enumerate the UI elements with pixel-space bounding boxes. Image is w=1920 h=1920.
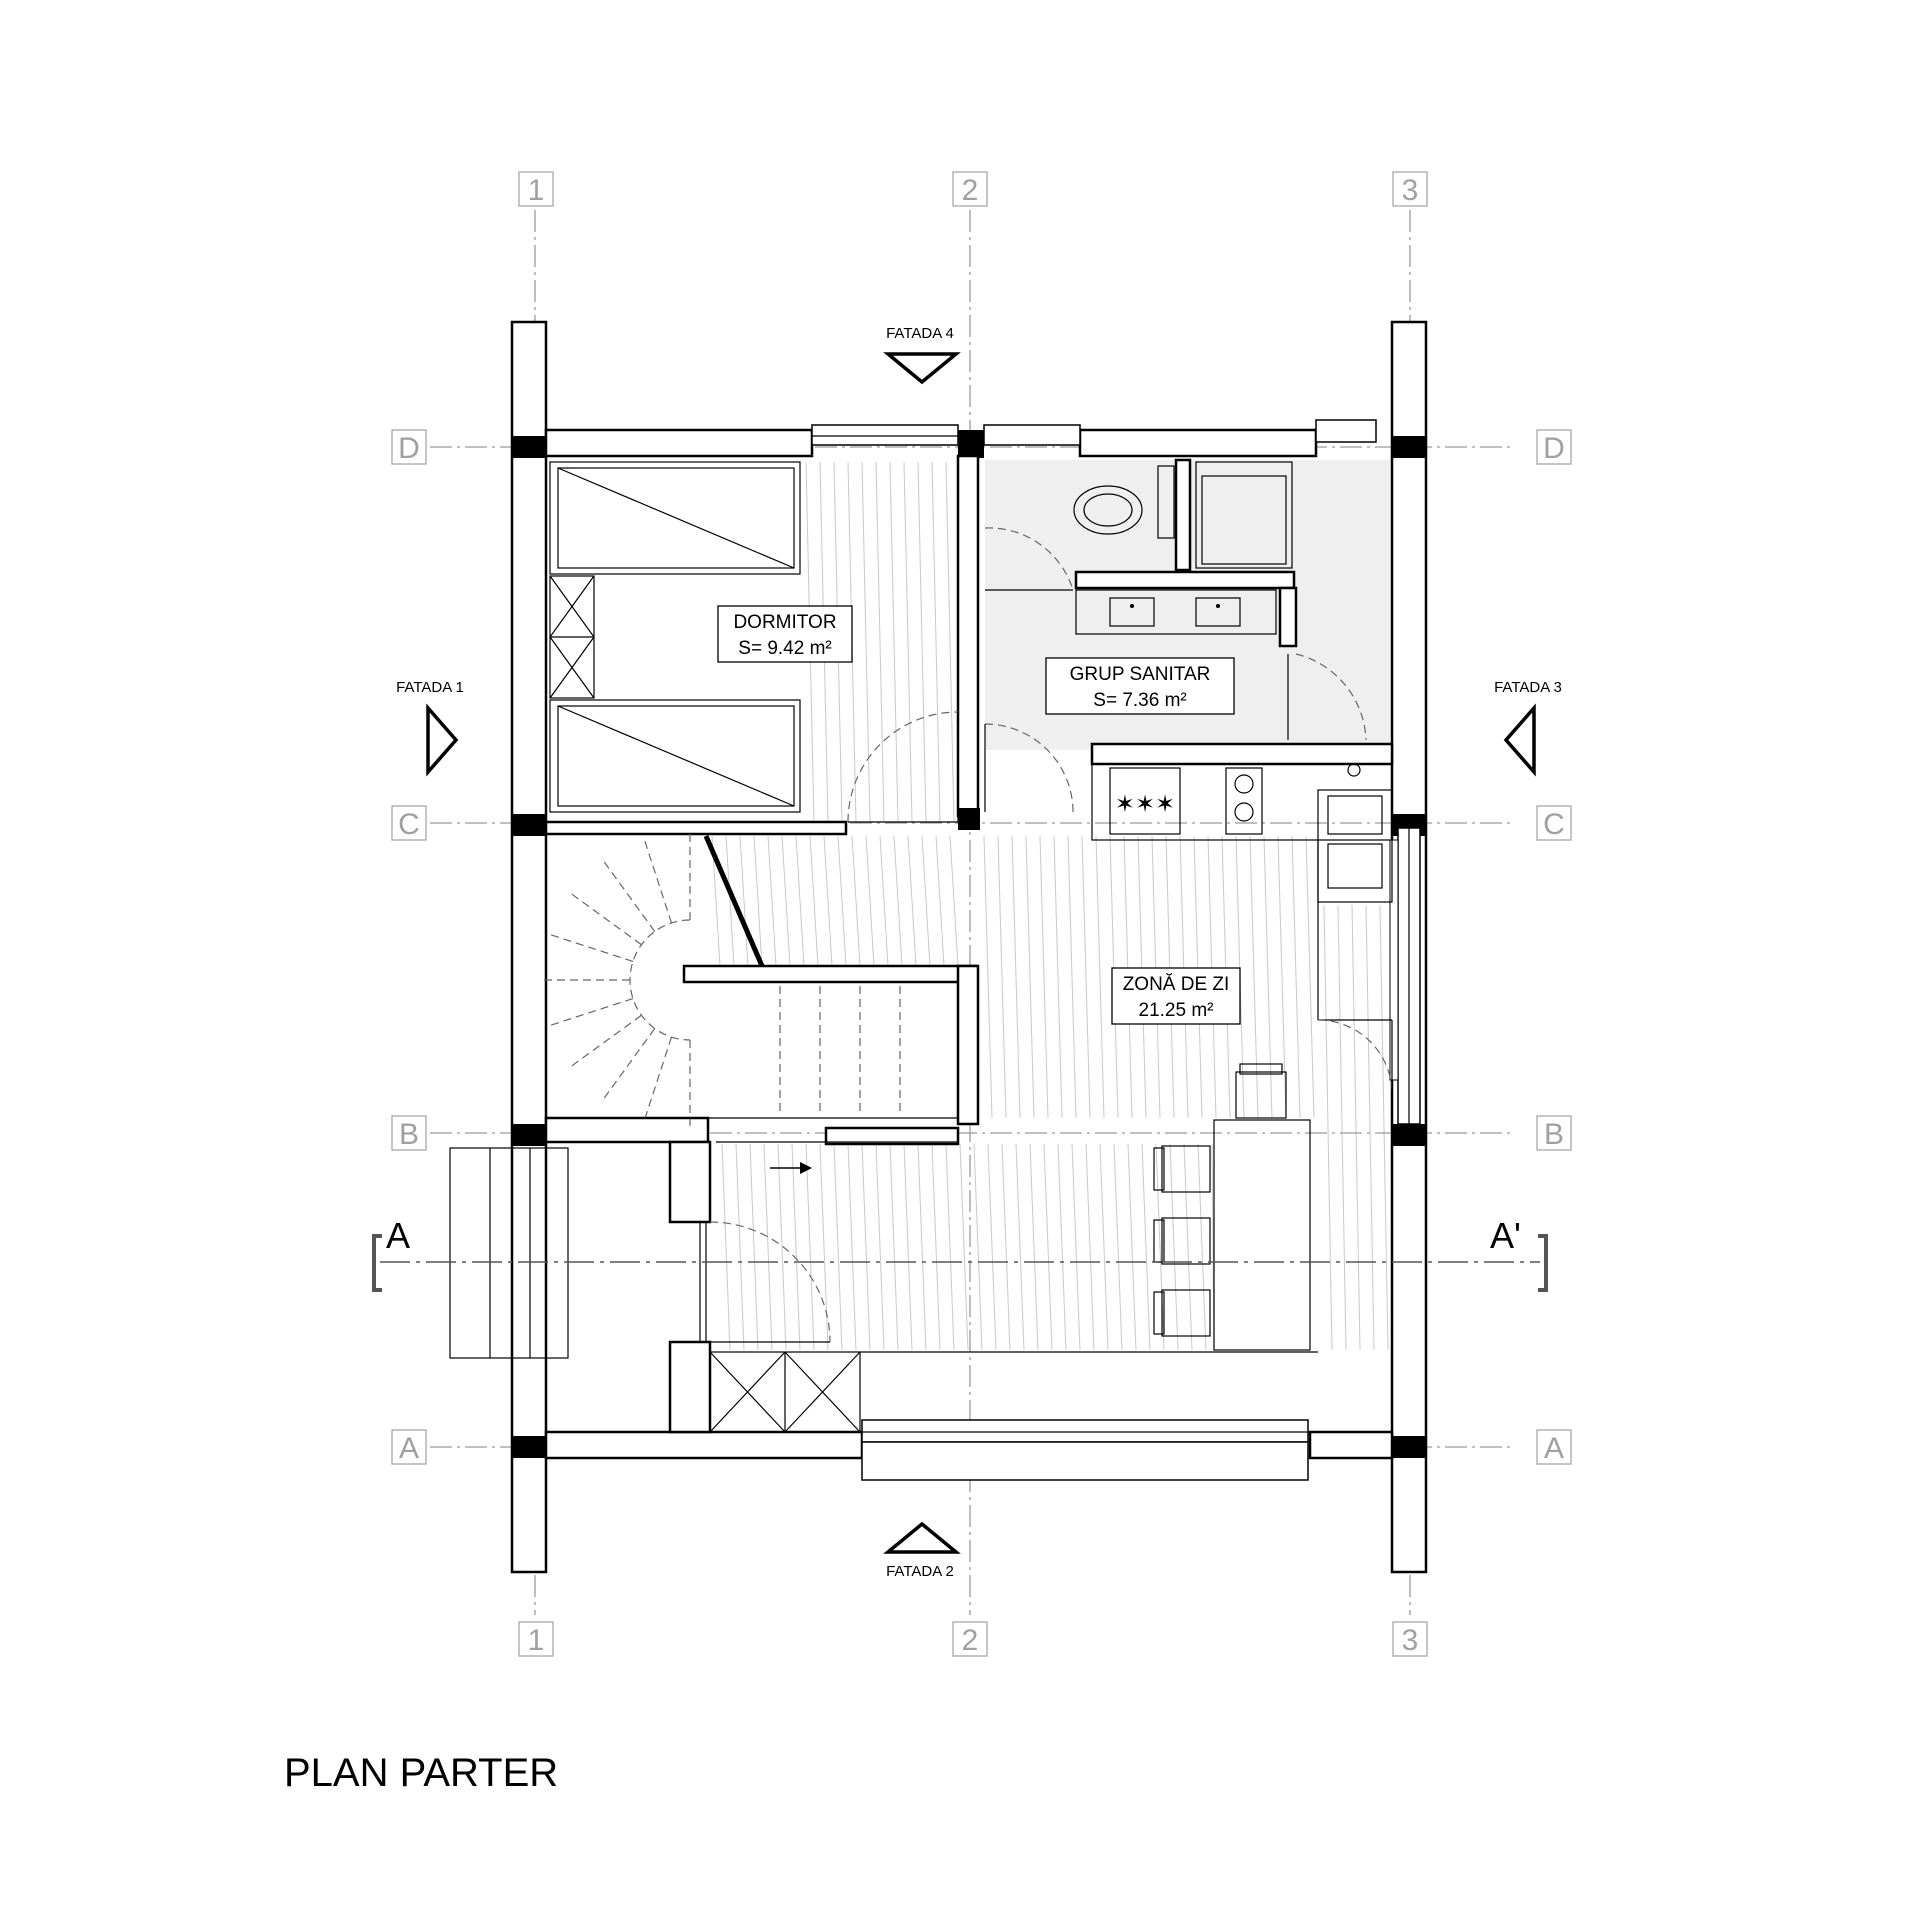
facade-marker-4: FATADA 4 bbox=[883, 325, 961, 385]
svg-text:C: C bbox=[1543, 808, 1565, 841]
room-name-dormitor: DORMITOR bbox=[733, 612, 836, 633]
section-label-left: A bbox=[386, 1215, 410, 1256]
section-line: A A' bbox=[372, 1215, 1548, 1292]
grid-tag-col-1-bottom: 1 bbox=[518, 1621, 554, 1657]
grid-tag-col-1-top: 1 bbox=[518, 171, 554, 207]
grid-tag-row-c-left: C bbox=[391, 805, 427, 841]
svg-text:2: 2 bbox=[962, 174, 979, 207]
room-name-zona-de-zi: ZONĂ DE ZI bbox=[1123, 974, 1230, 995]
svg-text:B: B bbox=[1544, 1118, 1564, 1151]
facade-marker-3: FATADA 3 bbox=[1494, 679, 1562, 777]
grid-tag-col-2-bottom: 2 bbox=[952, 1621, 988, 1657]
svg-text:B: B bbox=[399, 1118, 419, 1151]
svg-text:✶✶✶: ✶✶✶ bbox=[1115, 791, 1175, 818]
section-label-right: A' bbox=[1490, 1215, 1521, 1256]
room-name-grup-sanitar: GRUP SANITAR bbox=[1070, 664, 1211, 685]
interior-walls bbox=[544, 454, 1394, 1434]
svg-text:D: D bbox=[1543, 432, 1565, 465]
svg-text:A: A bbox=[1544, 1432, 1564, 1465]
entrance bbox=[449, 1147, 1318, 1433]
drawing-title: PLAN PARTER bbox=[284, 1751, 558, 1795]
grid-tag-row-b-right: B bbox=[1536, 1115, 1572, 1151]
chair-1 bbox=[1153, 1145, 1211, 1193]
room-label-grup-sanitar: GRUP SANITAR S= 7.36 m² bbox=[1045, 657, 1235, 715]
grid-tag-col-3-bottom: 3 bbox=[1392, 1621, 1428, 1657]
facade-label-1: FATADA 1 bbox=[396, 679, 464, 696]
chair-2 bbox=[1153, 1217, 1211, 1265]
facade-marker-2: FATADA 2 bbox=[883, 1521, 961, 1580]
room-area-zona-de-zi: 21.25 m² bbox=[1139, 1000, 1214, 1021]
room-area-grup-sanitar: S= 7.36 m² bbox=[1093, 690, 1186, 711]
chair-3 bbox=[1153, 1289, 1211, 1337]
facade-label-2: FATADA 2 bbox=[886, 1563, 954, 1580]
grid-tag-row-d-right: D bbox=[1536, 429, 1572, 465]
svg-text:3: 3 bbox=[1402, 174, 1419, 207]
svg-text:1: 1 bbox=[528, 1624, 545, 1657]
staircase bbox=[540, 830, 958, 1174]
windows bbox=[811, 419, 1421, 1481]
living-floor bbox=[700, 830, 1320, 1350]
svg-text:1: 1 bbox=[528, 174, 545, 207]
svg-text:D: D bbox=[398, 432, 420, 465]
facade-label-4: FATADA 4 bbox=[886, 325, 954, 342]
bathroom-fixtures bbox=[984, 461, 1367, 813]
grid-tag-row-b-left: B bbox=[391, 1115, 427, 1151]
chair-top bbox=[1235, 1063, 1287, 1119]
floor-hatching bbox=[711, 461, 1389, 1351]
grid-tag-row-d-left: D bbox=[391, 429, 427, 465]
grid-tag-row-a-right: A bbox=[1536, 1429, 1572, 1465]
room-label-zona-de-zi: ZONĂ DE ZI 21.25 m² bbox=[1111, 967, 1241, 1025]
grid-tag-col-2-top: 2 bbox=[952, 171, 988, 207]
svg-text:A: A bbox=[399, 1432, 419, 1465]
svg-text:2: 2 bbox=[962, 1624, 979, 1657]
grid-tag-col-3-top: 3 bbox=[1392, 171, 1428, 207]
grid-tag-row-a-left: A bbox=[391, 1429, 427, 1465]
kitchen: ✶✶✶ bbox=[1091, 763, 1393, 1095]
bedroom-furniture bbox=[549, 461, 959, 823]
facade-marker-1: FATADA 1 bbox=[396, 679, 464, 777]
room-area-dormitor: S= 9.42 m² bbox=[738, 638, 831, 659]
svg-text:C: C bbox=[398, 808, 420, 841]
facade-label-3: FATADA 3 bbox=[1494, 679, 1562, 696]
grid-tag-row-c-right: C bbox=[1536, 805, 1572, 841]
svg-text:3: 3 bbox=[1402, 1624, 1419, 1657]
dining-set bbox=[1153, 1063, 1311, 1351]
room-label-dormitor: DORMITOR S= 9.42 m² bbox=[717, 605, 853, 663]
